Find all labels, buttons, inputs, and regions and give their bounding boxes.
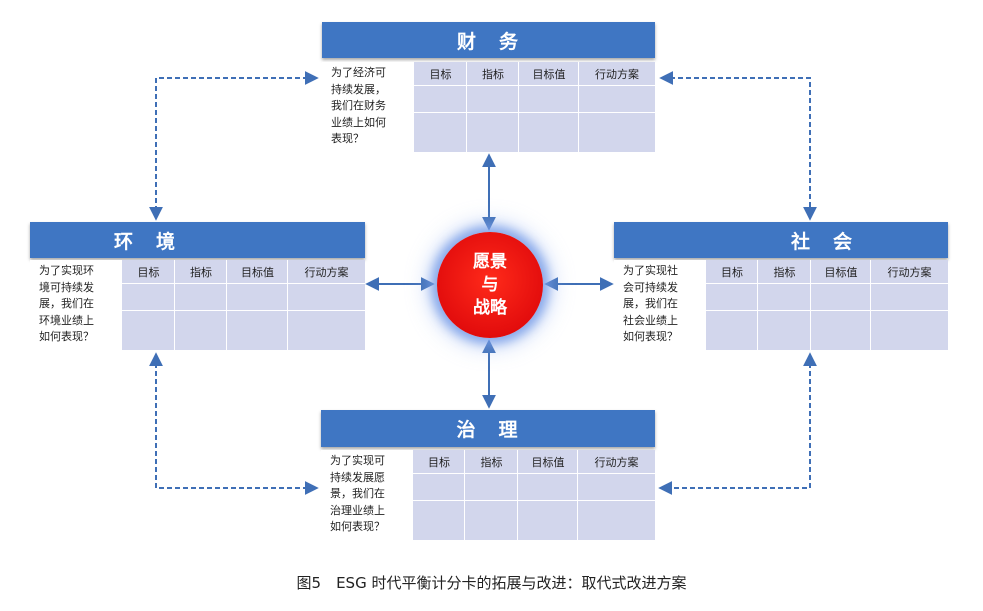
column-header-indicator: 指标 [190,266,212,279]
column-header-action-plan: 行动方案 [594,456,639,469]
center-line-3: 战略 [473,297,507,318]
finance-question: 为了经济可持续发展，我们在财务业绩上如何表现？ [322,62,414,152]
society-question: 为了实现社会可持续发展，我们在社会业绩上如何表现？ [614,260,706,350]
governance-box: 治 理 为了实现可持续发展愿景，我们在治理业绩上如何表现？ 目标 指标 目标值 … [321,410,655,540]
dashed-arrow-finance-environment [149,71,319,221]
finance-title: 财 务 [322,22,655,58]
column-header-action-plan: 行动方案 [595,68,639,81]
column-header-target: 目标 [721,266,743,279]
governance-question: 为了实现可持续发展愿景，我们在治理业绩上如何表现？ [321,450,413,540]
finance-box: 财 务 为了经济可持续发展，我们在财务业绩上如何表现？ 目标 指标 目标值 行动… [322,22,655,152]
column-header-target-value: 目标值 [531,456,565,469]
center-line-1: 愿景 [473,251,507,272]
dashed-arrow-finance-society [659,71,817,221]
society-box: 社 会 为了实现社会可持续发展，我们在社会业绩上如何表现？ 目标 指标 目标值 … [614,222,948,350]
column-header-target-value: 目标值 [241,266,274,279]
column-header-action-plan: 行动方案 [887,266,932,279]
column-header-indicator: 指标 [480,456,503,469]
society-table: 为了实现社会可持续发展，我们在社会业绩上如何表现？ 目标 指标 目标值 行动方案 [614,260,948,350]
figure-caption: 图5 ESG 时代平衡计分卡的拓展与改进：取代式改进方案 [296,574,687,592]
column-header-indicator: 指标 [773,266,796,279]
column-header-indicator: 指标 [482,68,504,81]
column-header-action-plan: 行动方案 [304,266,349,279]
environment-box: 环 境 为了实现环境可持续发展，我们在环境业绩上如何表现？ 目标 指标 目标值 … [30,222,365,350]
society-title: 社 会 [614,222,948,258]
center-line-2: 与 [481,274,499,295]
governance-table: 为了实现可持续发展愿景，我们在治理业绩上如何表现？ 目标 指标 目标值 行动方案 [321,450,655,540]
dashed-arrow-society-governance [658,352,817,495]
finance-table: 为了经济可持续发展，我们在财务业绩上如何表现？ 目标 指标 目标值 行动方案 [322,62,655,152]
column-header-target: 目标 [429,68,452,81]
dashed-arrow-environment-governance [149,352,319,495]
environment-title: 环 境 [30,222,365,258]
governance-title: 治 理 [321,410,655,447]
column-header-target-value: 目标值 [532,68,566,81]
environment-question: 为了实现环境可持续发展，我们在环境业绩上如何表现？ [30,260,122,350]
vision-strategy-circle: 愿景 与 战略 [437,232,543,338]
column-header-target: 目标 [137,266,160,279]
column-header-target: 目标 [428,456,450,469]
environment-table: 为了实现环境可持续发展，我们在环境业绩上如何表现？ 目标 指标 目标值 行动方案 [30,260,365,350]
column-header-target-value: 目标值 [824,266,858,279]
